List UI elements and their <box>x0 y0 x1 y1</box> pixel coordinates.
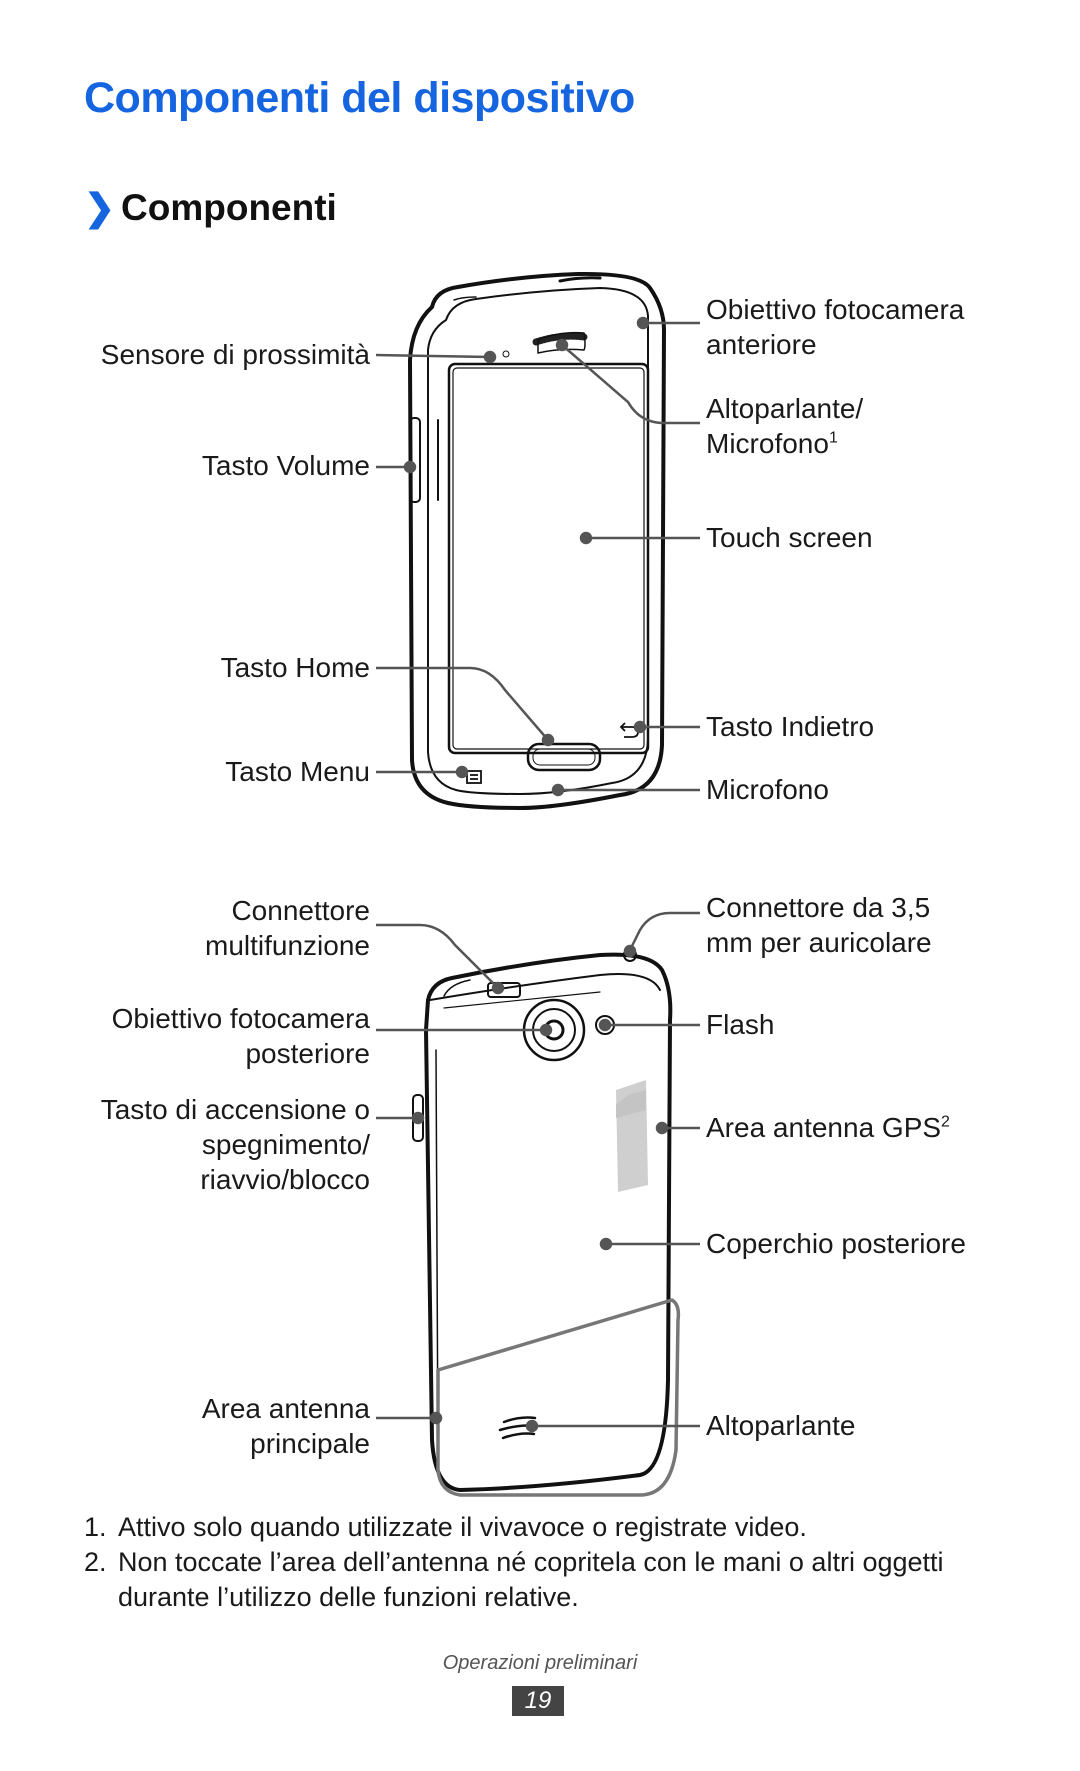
label-speaker-mic-line1: Altoparlante/ <box>706 393 864 424</box>
label-back-cover: Coperchio posteriore <box>706 1228 966 1259</box>
footnote-number: 2. <box>84 1547 107 1577</box>
label-rear-camera-line1: Obiettivo fotocamera <box>111 1003 370 1034</box>
label-multifunction-line2: multifunzione <box>205 930 370 961</box>
label-power-key: Tasto di accensione o spegnimento/riavvio… <box>101 1092 370 1197</box>
label-flash: Flash <box>706 1009 775 1040</box>
footnote-item: 1. Attivo solo quando utilizzate il viva… <box>84 1510 1004 1545</box>
footnote-item: 2. Non toccate l’area dell’antenna né co… <box>84 1545 1004 1615</box>
back-phone-illustration <box>412 948 681 1497</box>
label-front-camera-line1: Obiettivo fotocamera <box>706 294 965 325</box>
section-heading: ❯Componenti <box>84 186 337 229</box>
page-title: Componenti del dispositivo <box>84 74 635 122</box>
footnote-marker-2: 2 <box>941 1113 950 1131</box>
footnote-marker-1: 1 <box>828 429 838 447</box>
label-main-antenna: Area antenna principale <box>202 1391 370 1461</box>
label-main-antenna-line2: principale <box>250 1428 370 1459</box>
label-speaker-microphone: Altoparlante/Microfono1 <box>706 391 863 461</box>
label-headset-jack-line1: Connettore da 3,5 <box>706 892 931 923</box>
label-proximity-sensor: Sensore di prossimità <box>100 339 370 370</box>
label-power-key-line3: riavvio/blocco <box>200 1164 370 1195</box>
footnotes: 1. Attivo solo quando utilizzate il viva… <box>84 1510 1004 1615</box>
back-callout-lines <box>376 911 700 1433</box>
label-menu-key: Tasto Menu <box>225 756 370 787</box>
footer-section-name: Operazioni preliminari <box>442 1652 638 1674</box>
label-touch-screen: Touch screen <box>706 522 873 553</box>
label-volume-key: Tasto Volume <box>201 450 370 481</box>
label-rear-camera: Obiettivo fotocamera posteriore <box>112 1001 370 1071</box>
label-gps-antenna: Area antenna GPS2 <box>706 1110 950 1145</box>
page-number: 19 <box>512 1686 564 1716</box>
label-main-antenna-line1: Area antenna <box>201 1393 370 1424</box>
label-power-key-line2: spegnimento/ <box>201 1129 370 1160</box>
menu-icon <box>466 770 482 784</box>
footnote-text: Attivo solo quando utilizzate il vivavoc… <box>118 1512 807 1542</box>
label-home-key: Tasto Home <box>220 652 370 683</box>
front-callout-lines <box>375 316 700 797</box>
label-rear-camera-line2: posteriore <box>245 1038 370 1069</box>
label-front-camera: Obiettivo fotocamera anteriore <box>706 292 964 362</box>
label-front-camera-line2: anteriore <box>706 329 817 360</box>
label-speaker-mic-line2: Microfono <box>706 428 829 459</box>
chevron-right-icon: ❯ <box>84 187 116 228</box>
label-back-key: Tasto Indietro <box>706 711 875 742</box>
label-gps-antenna-text: Area antenna GPS <box>706 1112 942 1143</box>
label-headset-jack: Connettore da 3,5 mm per auricolare <box>706 890 932 960</box>
label-speaker: Altoparlante <box>706 1410 856 1441</box>
footnote-text: Non toccate l’area dell’antenna né copri… <box>118 1547 944 1612</box>
label-headset-jack-line2: mm per auricolare <box>706 927 932 958</box>
section-heading-text: Componenti <box>121 187 337 228</box>
label-multifunction-line1: Connettore <box>231 895 370 926</box>
label-power-key-line1: Tasto di accensione o <box>100 1094 370 1125</box>
label-multifunction-jack: Connettore multifunzione <box>205 893 370 963</box>
footnote-number: 1. <box>84 1512 107 1542</box>
label-microphone: Microfono <box>706 774 829 805</box>
